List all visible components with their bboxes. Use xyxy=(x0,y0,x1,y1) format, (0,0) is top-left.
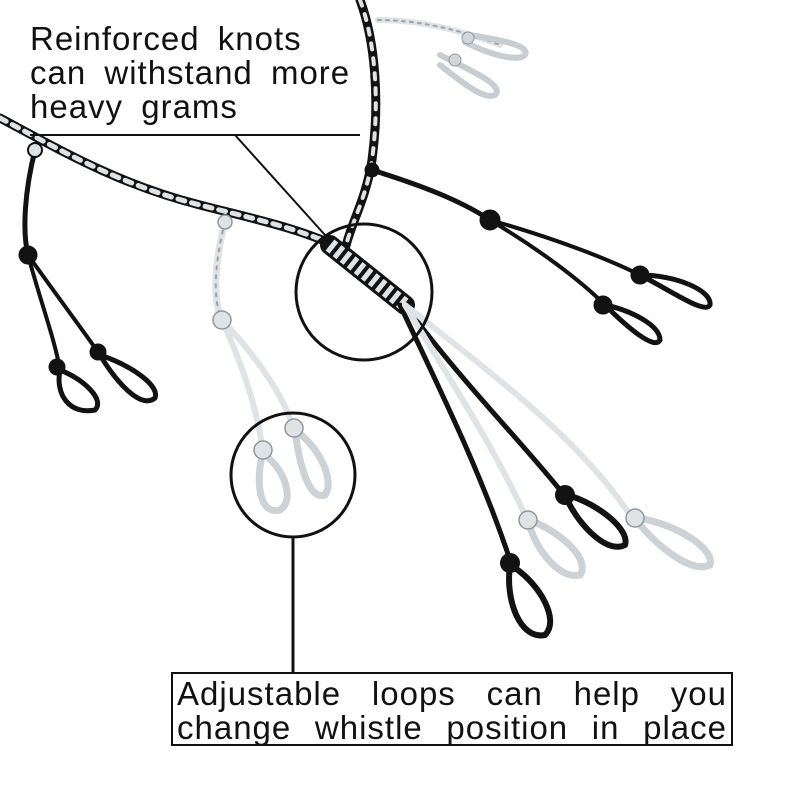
middle-white-loops xyxy=(212,214,332,515)
knot-callout-marker xyxy=(30,134,434,362)
knots-callout-line: Reinforced knots xyxy=(30,20,302,57)
left-black-loops xyxy=(18,142,158,414)
loop-callout-marker xyxy=(229,411,357,672)
top-white-loops xyxy=(375,17,529,99)
knots-callout-line: heavy grams xyxy=(30,88,238,125)
loops-callout-box: Adjustable loops can help you change whi… xyxy=(171,672,733,746)
lower-cord-fan xyxy=(397,302,714,639)
reinforced-knot xyxy=(320,235,415,315)
right-upper-black-loops xyxy=(364,162,713,345)
main-cord-left xyxy=(0,113,350,255)
knots-callout: Reinforced knots can withstand more heav… xyxy=(30,22,370,124)
knots-callout-line: can withstand more xyxy=(30,54,351,91)
loops-callout-line: change whistle position in place xyxy=(177,709,727,746)
loops-callout-line: Adjustable loops can help you xyxy=(177,675,727,712)
main-cord-top xyxy=(340,0,381,255)
